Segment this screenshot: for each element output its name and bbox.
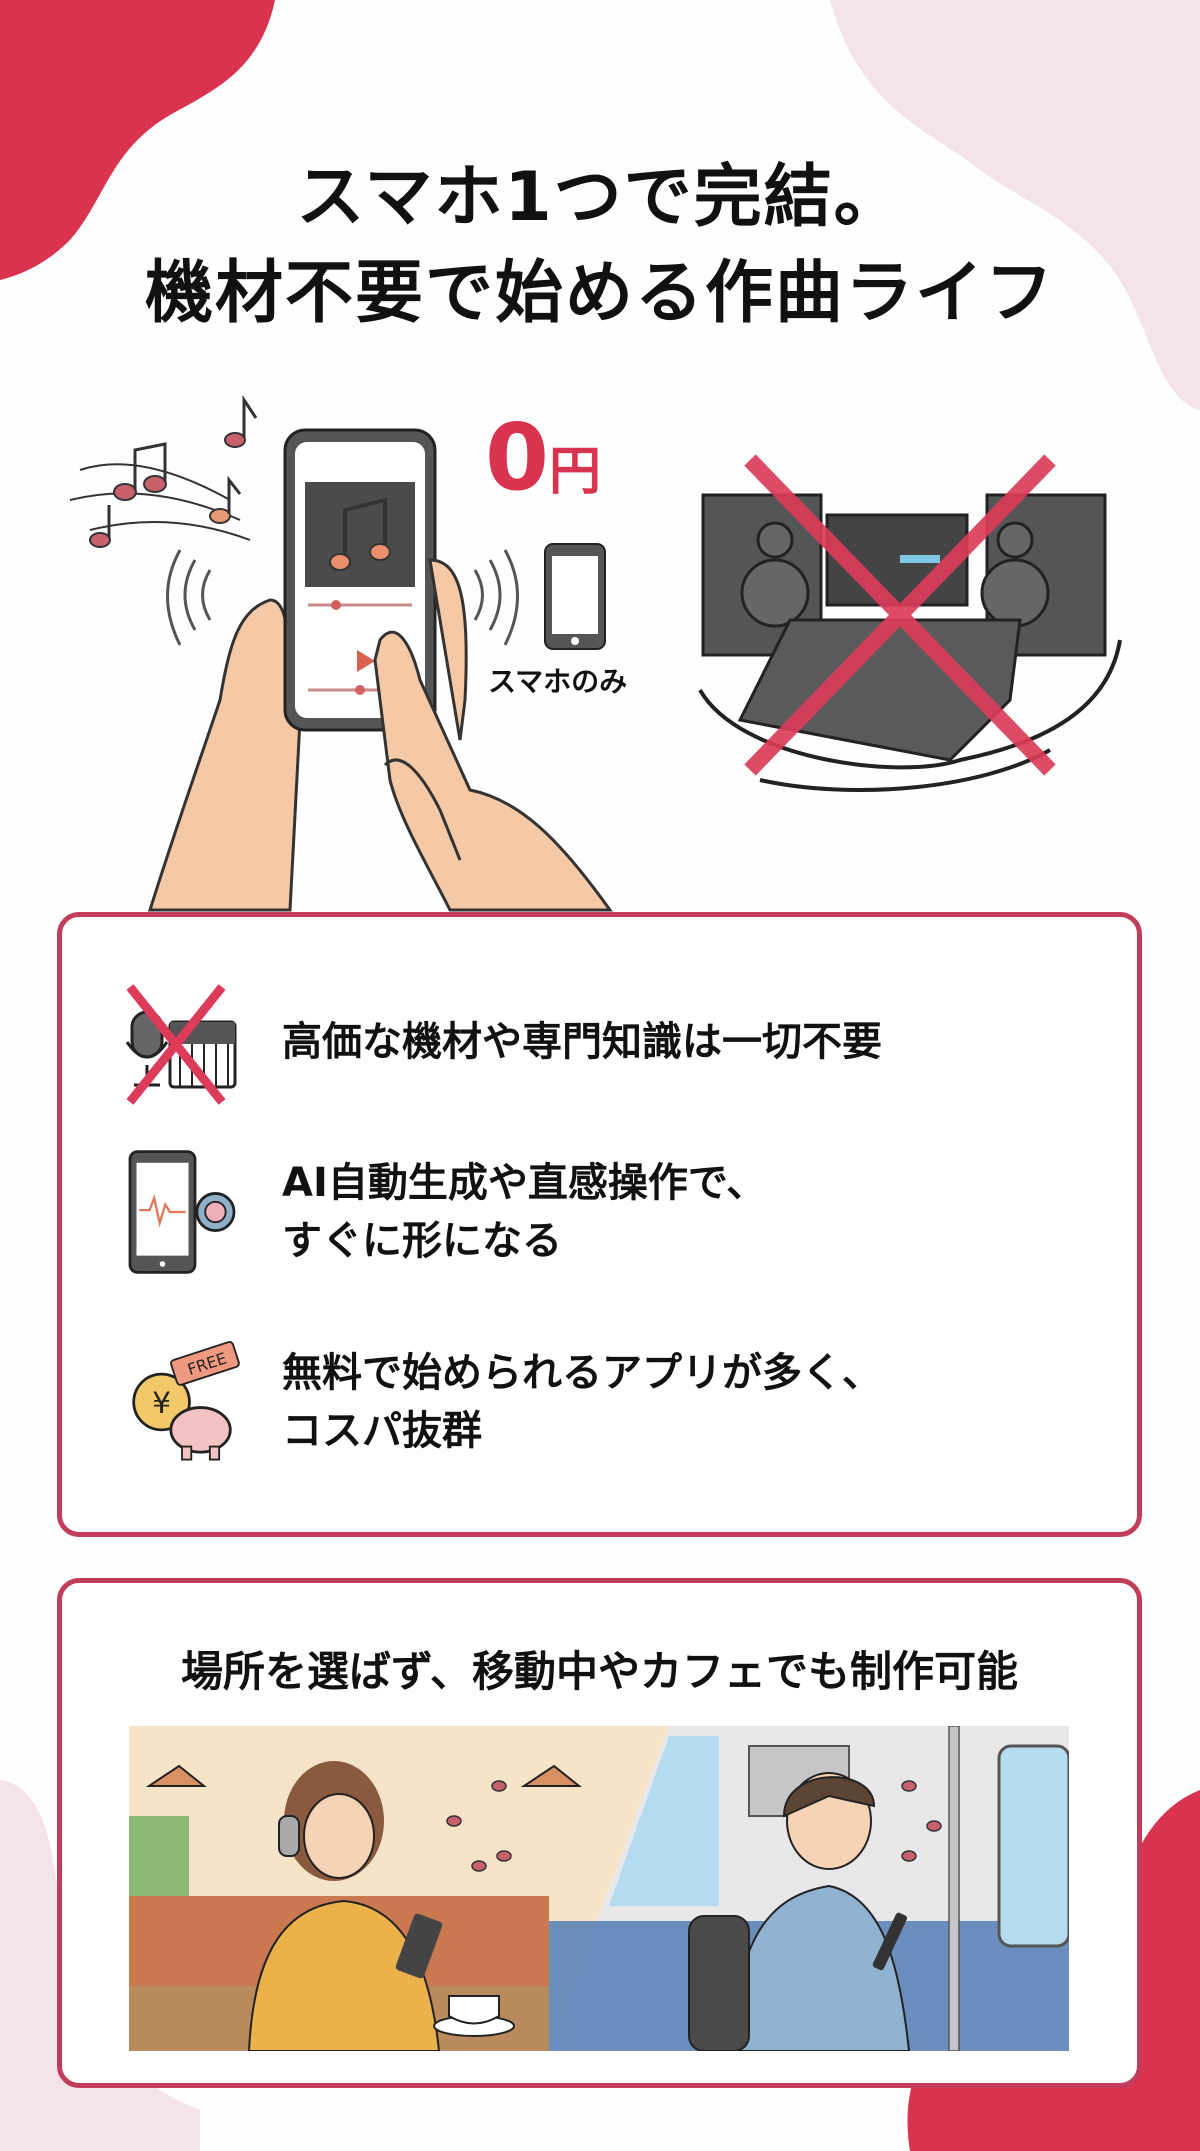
woman-figure [247,1761,443,2051]
price-value: 0 [485,404,550,511]
red-cross-icon [744,454,1056,776]
hero-illustration [69,395,1122,912]
crossed-out-mic-keyboard-icon [125,984,237,1105]
title-line-1: スマホ1つで完結。 [296,158,904,237]
page-title: スマホ1つで完結。 機材不要で始める作曲ライフ [0,150,1200,342]
music-notes-icon [69,395,258,548]
red-blob-top-left [0,0,275,280]
location-card: 場所を選ばず、移動中やカフェでも制作可能 [57,1578,1142,2088]
studio-equipment-icon [698,493,1122,792]
phone-only-label: スマホのみ [488,665,628,698]
phone-ai-gear-icon [128,1150,236,1274]
title-line-2: 機材不要で始める作曲ライフ [144,254,1055,333]
feature-text-line-1: 無料で始められるアプリが多く、 [282,1350,882,1396]
feature-text: 高価な機材や専門知識は一切不要 [282,1019,882,1065]
feature-text-line-2: コスパ抜群 [282,1408,482,1454]
feature-text: AI自動生成や直感操作で、 すぐに形になる [282,1154,766,1270]
pink-blob-bottom-left [0,1780,200,2151]
feature-text-line-2: すぐに形になる [282,1218,562,1264]
cafe-and-train-scene-illustration [129,1726,1069,2051]
feature-item-ai-generation: AI自動生成や直感操作で、 すぐに形になる [122,1147,766,1277]
coffee-cup [433,1995,515,2037]
features-card: 高価な機材や専門知識は一切不要 AI自動生成や直感操作で、 すぐに形になる ¥ … [57,912,1142,1537]
location-heading: 場所を選ばず、移動中やカフェでも制作可能 [180,1647,1019,1696]
zero-yen-price: 0円 [485,408,601,522]
feature-item-no-equipment: 高価な機材や専門知識は一切不要 [122,977,882,1107]
man-figure [688,1772,911,2051]
svg-text:¥: ¥ [152,1386,171,1421]
price-unit: 円 [549,442,602,502]
feature-item-free-apps: ¥ FREE 無料で始められるアプリが多く、 コスパ抜群 [122,1337,882,1467]
feature-text: 無料で始められるアプリが多く、 コスパ抜群 [282,1344,882,1460]
feature-text-line-1: AI自動生成や直感操作で、 [282,1160,767,1206]
piggy-bank-free-tag-icon: ¥ FREE [132,1341,240,1461]
pink-blob-top-right [830,0,1200,410]
